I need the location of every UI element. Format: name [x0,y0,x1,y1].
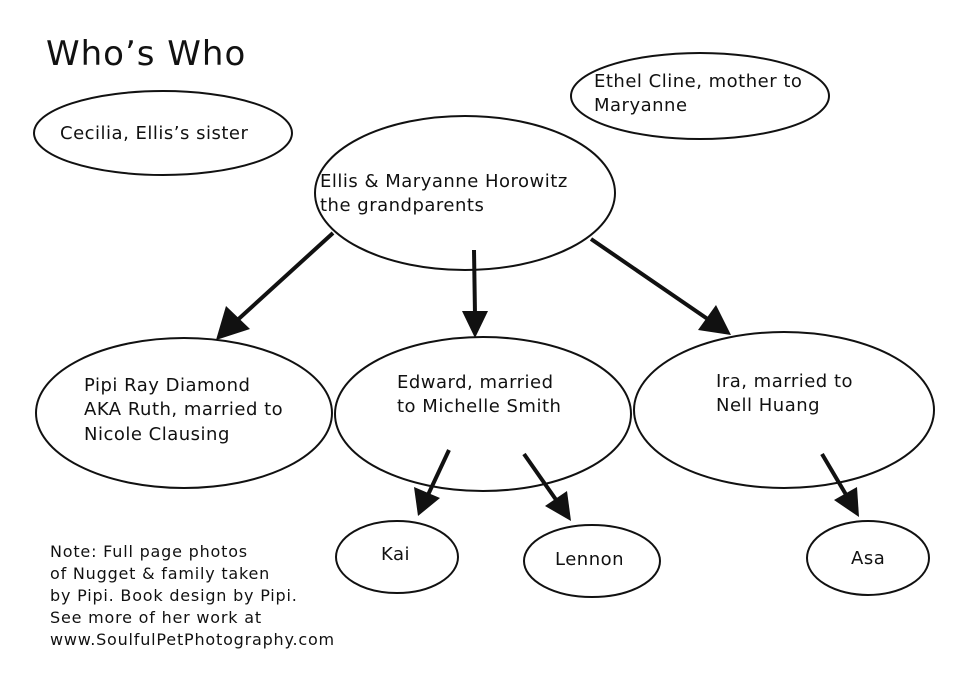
arrow-grandparents-to-ira [589,237,731,335]
asa-label: Asa [851,548,886,569]
arrow-grandparents-to-edward [462,249,488,338]
arrow-edward-to-lennon [522,452,571,521]
ethel-ellipse [570,52,830,140]
lennon-label: Lennon [555,549,625,570]
diagram-title: Who’s Who [46,34,247,74]
photo-credit-note: Note: Full page photos of Nugget & famil… [50,542,335,649]
asa-ellipse [806,520,930,596]
arrow-grandparents-to-pipi [216,231,335,340]
edward-ellipse [334,336,632,492]
pipi-label: Pipi Ray Diamond AKA Ruth, married to Ni… [84,375,284,445]
arrow-edward-to-kai [414,449,451,516]
edward-label: Edward, married to Michelle Smith [397,372,562,418]
ethel-label: Ethel Cline, mother to Maryanne [594,71,803,117]
kai-ellipse [335,520,459,594]
ira-label: Ira, married to Nell Huang [716,371,854,417]
kai-label: Kai [381,544,411,565]
lennon-ellipse [523,524,661,598]
pipi-ellipse [35,337,333,489]
cecilia-ellipse [33,90,293,176]
grandparents-label: Ellis & Maryanne Horowitz the grandparen… [320,171,568,217]
arrow-ira-to-asa [820,452,859,517]
cecilia-label: Cecilia, Ellis’s sister [60,123,249,144]
grandparents-ellipse [314,115,616,271]
ira-ellipse [633,331,935,489]
